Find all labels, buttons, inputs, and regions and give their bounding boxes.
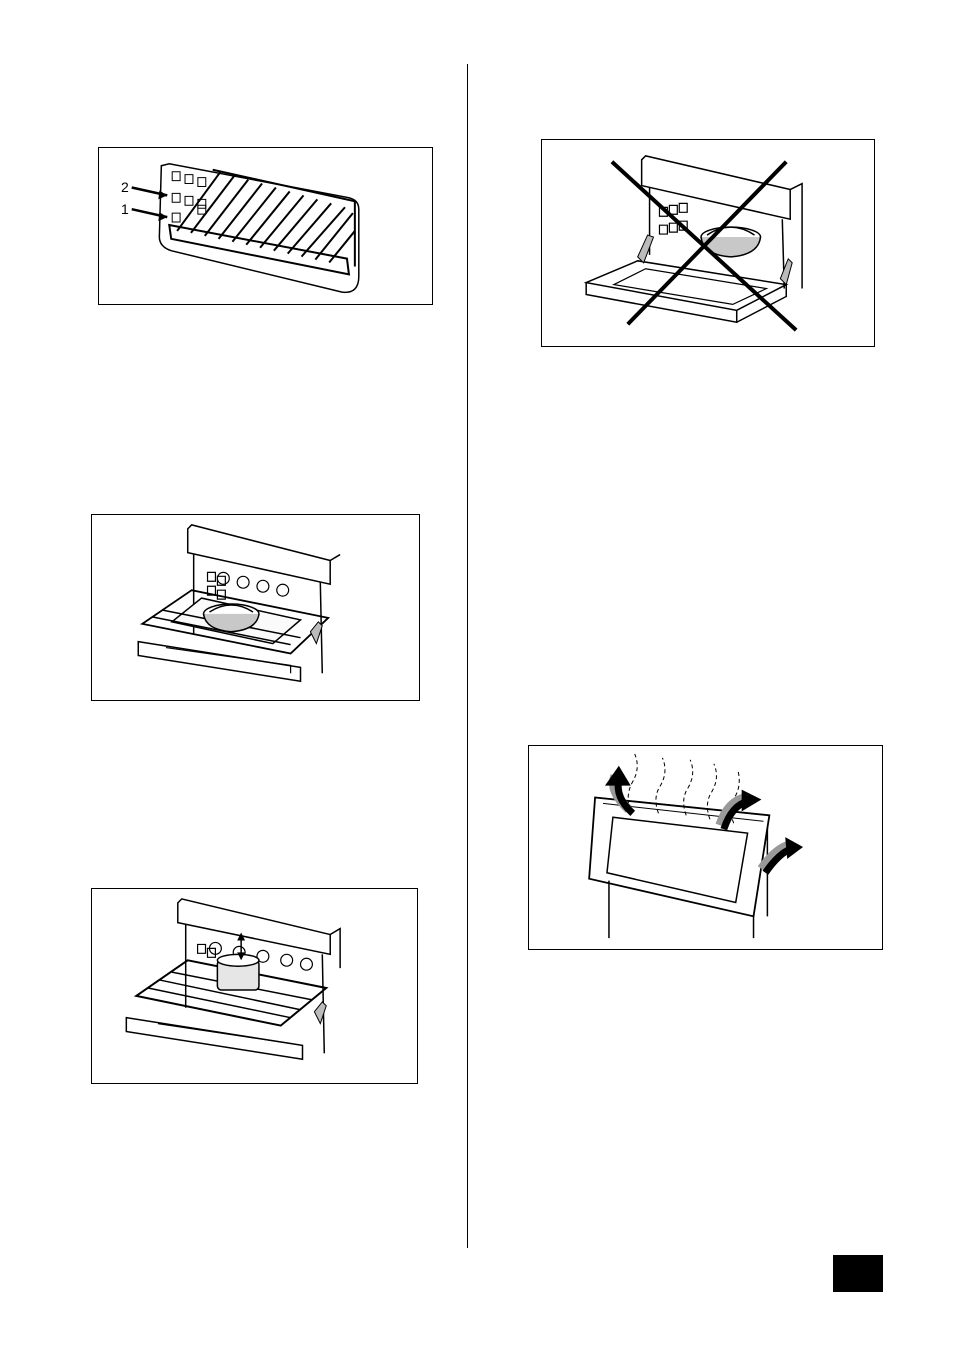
shelf-runner-figure: 2 1: [98, 147, 433, 305]
dish-on-shelf-icon: [92, 889, 417, 1083]
prohibited-door-use-icon: [542, 140, 874, 346]
prohibited-figure: [541, 139, 875, 347]
casserole-on-tray-icon: [92, 515, 419, 700]
casserole-tray-figure: [91, 514, 420, 701]
shelf-runner-icon: [99, 148, 432, 304]
shelf-label-1: 1: [121, 202, 129, 216]
page-number-box: [833, 1255, 883, 1292]
shelf-label-2: 2: [121, 180, 129, 194]
column-divider: [467, 64, 468, 1248]
steam-escape-figure: [528, 745, 883, 950]
dish-shelf-figure: [91, 888, 418, 1084]
steam-escape-icon: [529, 746, 882, 949]
